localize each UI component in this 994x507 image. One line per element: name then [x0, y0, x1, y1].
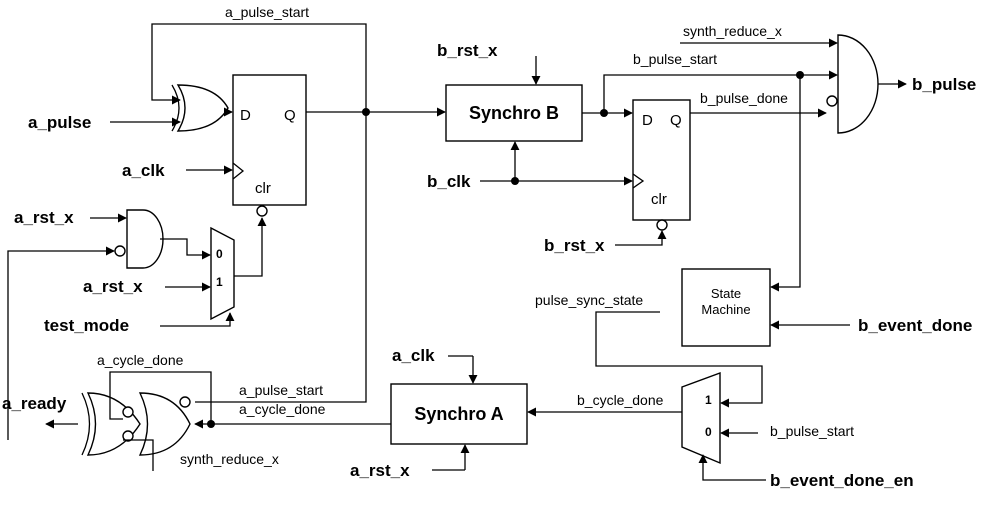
- flipflop-b: [632, 99, 691, 221]
- or-gate-a: [176, 84, 229, 132]
- mux-b: [681, 371, 721, 465]
- and-gate-rst: [126, 209, 164, 269]
- label-a-ready: a_ready: [2, 394, 67, 413]
- svg-text:1: 1: [705, 393, 712, 407]
- label-b-rst-x-top: b_rst_x: [437, 41, 498, 60]
- label-b-pulse: b_pulse: [912, 75, 976, 94]
- ff-a-clr-bubble: [256, 205, 268, 217]
- label-synth-reduce-x-top: synth_reduce_x: [683, 23, 782, 39]
- svg-text:Machine: Machine: [701, 302, 750, 317]
- xor-gate-a-ready: [86, 392, 141, 456]
- label-a-clk-synchro: a_clk: [392, 346, 435, 365]
- and-gate-invert-bubble: [114, 245, 126, 257]
- synchro-a-block: [390, 383, 528, 445]
- ff-a-q-pin: Q: [284, 107, 296, 124]
- ff-a-clr-pin: clr: [255, 180, 271, 197]
- label-a-clk: a_clk: [122, 161, 165, 180]
- synchro-b-block: [445, 84, 583, 142]
- flipflop-a: [232, 74, 307, 206]
- label-b-cycle-done: b_cycle_done: [577, 392, 664, 408]
- svg-text:State: State: [711, 286, 741, 301]
- svg-text:Synchro B: Synchro B: [469, 103, 559, 123]
- label-pulse-sync-state: pulse_sync_state: [535, 292, 643, 308]
- label-b-pulse-start: b_pulse_start: [633, 51, 717, 67]
- label-a-pulse-start-top: a_pulse_start: [225, 4, 309, 20]
- label-test-mode: test_mode: [44, 316, 129, 335]
- label-a-pulse: a_pulse: [28, 113, 91, 132]
- and-gate-b-pulse: [837, 34, 879, 134]
- ff-a-d-pin: D: [240, 107, 251, 124]
- svg-text:0: 0: [705, 425, 712, 439]
- svg-text:clr: clr: [651, 191, 667, 208]
- mux-a: [210, 226, 235, 321]
- label-a-cycle-done-left: a_cycle_done: [97, 352, 184, 368]
- label-a-rst-x-2: a_rst_x: [83, 277, 143, 296]
- svg-text:D: D: [642, 112, 653, 129]
- svg-text:1: 1: [216, 275, 223, 289]
- label-synth-reduce-x-bottom: synth_reduce_x: [180, 451, 279, 467]
- label-b-clk: b_clk: [427, 172, 471, 191]
- label-b-event-done-en: b_event_done_en: [770, 471, 914, 490]
- svg-text:Synchro A: Synchro A: [414, 404, 503, 424]
- svg-text:Q: Q: [670, 112, 682, 129]
- label-b-pulse-start-mux: b_pulse_start: [770, 423, 854, 439]
- label-b-pulse-done: b_pulse_done: [700, 90, 788, 106]
- label-a-rst-x-1: a_rst_x: [14, 208, 74, 227]
- ff-b-clr-bubble: [656, 219, 668, 231]
- state-machine-block: [681, 268, 771, 347]
- label-a-rst-x-synchro: a_rst_x: [350, 461, 410, 480]
- label-a-pulse-start-bottom: a_pulse_start: [239, 382, 323, 398]
- b-pulse-invert-bubble: [826, 95, 838, 107]
- label-a-cycle-done-bottom: a_cycle_done: [239, 401, 326, 417]
- svg-text:0: 0: [216, 247, 223, 261]
- label-b-event-done: b_event_done: [858, 316, 972, 335]
- label-b-rst-x-bottom: b_rst_x: [544, 236, 605, 255]
